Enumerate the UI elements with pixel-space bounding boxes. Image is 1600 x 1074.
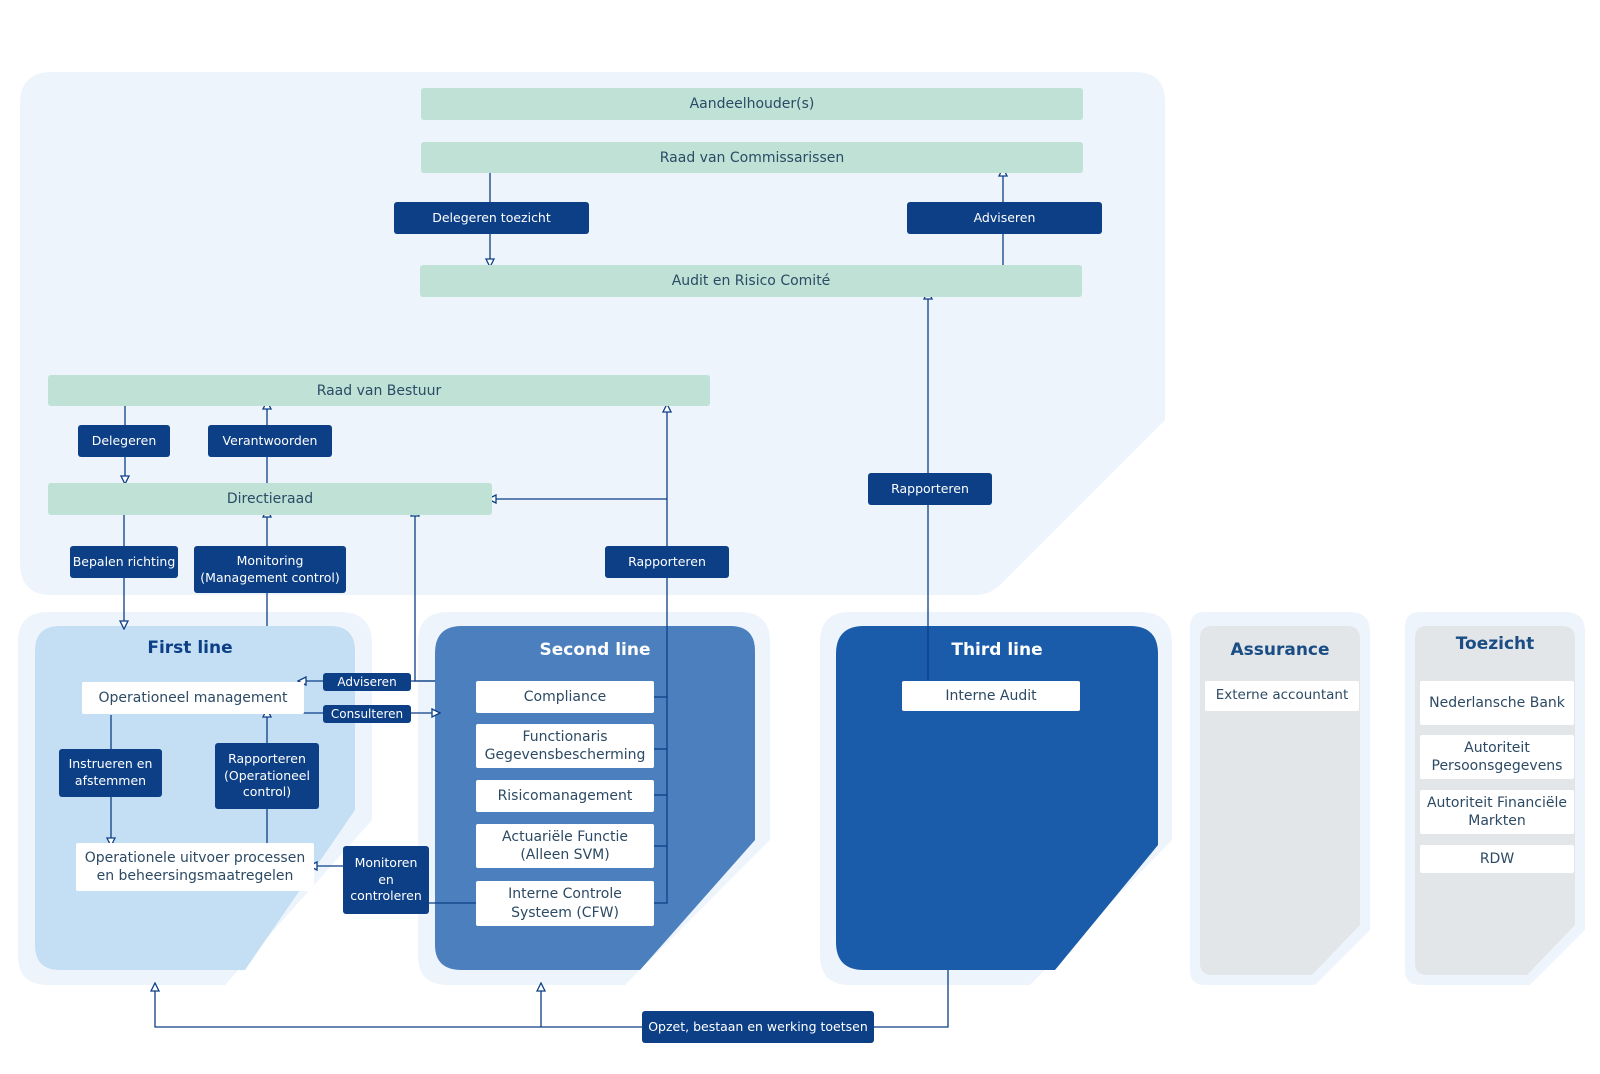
adviseren-connector-label: Adviseren (323, 673, 411, 691)
toezicht-item: Nederlansche Bank (1420, 681, 1574, 725)
arc-box: Audit en Risico Comité (420, 265, 1082, 297)
bepalen-richting-label: Bepalen richting (70, 546, 178, 578)
third-line-title: Third line (951, 640, 1043, 660)
assurance-shape (1200, 626, 1360, 975)
toezicht-title: Toezicht (1455, 634, 1535, 654)
rapporteren-second-label: Rapporteren (605, 546, 729, 578)
consulteren-connector-label: Consulteren (323, 705, 411, 723)
directieraad-box: Directieraad (48, 483, 492, 515)
second-line-item: Actuariële Functie (Alleen SVM) (476, 824, 654, 868)
toezicht-item: RDW (1420, 845, 1574, 873)
second-line-item: Risicomanagement (476, 780, 654, 812)
monitoren-connector-label: Monitoren en controleren (343, 846, 429, 914)
aandeelhouders-box: Aandeelhouder(s) (421, 88, 1083, 120)
rvc-box: Raad van Commissarissen (421, 142, 1083, 173)
opzet-connector-label: Opzet, bestaan en werking toetsen (642, 1011, 874, 1043)
monitoring-label: Monitoring (Management control) (194, 546, 346, 593)
operationele-uitvoer-box: Operationele uitvoer processen en beheer… (76, 843, 314, 891)
rapporteren-third-label: Rapporteren (868, 473, 992, 505)
governance-panel (20, 72, 1165, 595)
second-line-item: Functionaris Gegevensbescherming (476, 724, 654, 768)
assurance-title: Assurance (1230, 640, 1330, 660)
first-line-title: First line (147, 638, 233, 658)
second-line-title: Second line (539, 640, 651, 660)
adviseren-label: Adviseren (907, 202, 1102, 234)
third-line-shape (836, 626, 1158, 970)
rapporteren-first-label: Rapporteren (Operationeel control) (215, 743, 319, 809)
externe-accountant-box: Externe accountant (1205, 681, 1359, 711)
delegeren-label: Delegeren (78, 425, 170, 457)
interne-audit-box: Interne Audit (902, 681, 1080, 711)
toezicht-item: Autoriteit Financiële Markten (1420, 790, 1574, 834)
verantwoorden-label: Verantwoorden (208, 425, 332, 457)
second-line-item: Compliance (476, 681, 654, 713)
delegeren-toezicht-label: Delegeren toezicht (394, 202, 589, 234)
toezicht-item: Autoriteit Persoonsgegevens (1420, 735, 1574, 779)
second-line-item: Interne Controle Systeem (CFW) (476, 881, 654, 926)
instrueren-label: Instrueren en afstemmen (59, 749, 162, 797)
operationeel-management-box: Operationeel management (82, 682, 304, 714)
rvb-box: Raad van Bestuur (48, 375, 710, 406)
